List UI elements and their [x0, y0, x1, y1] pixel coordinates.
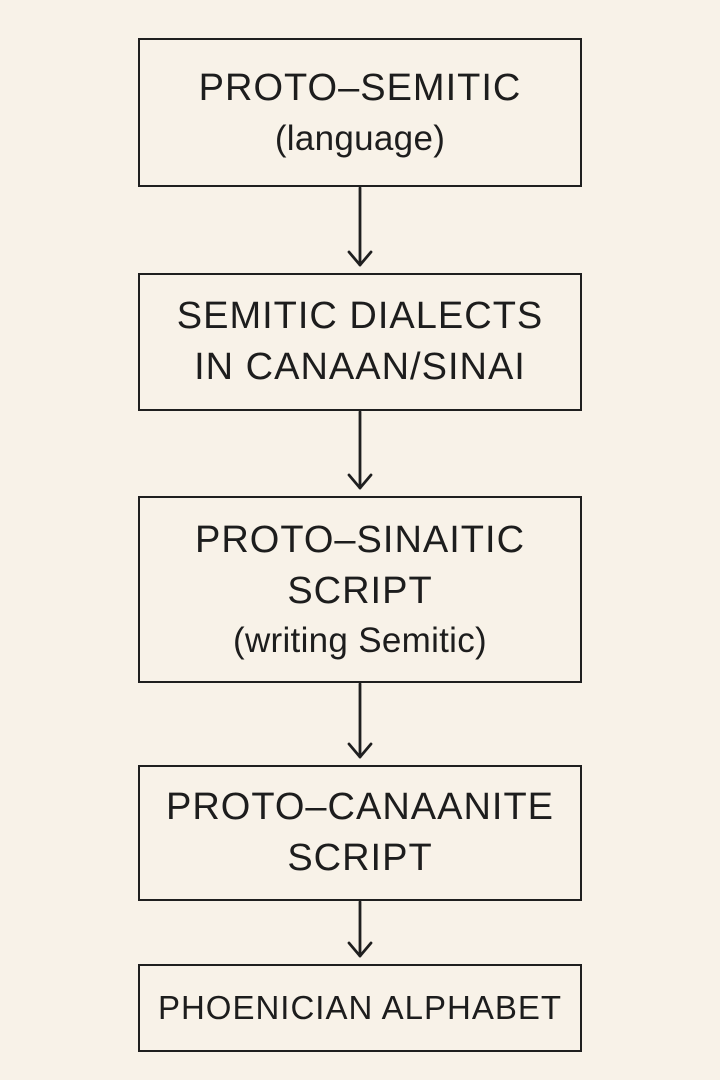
- node-proto-canaanite-line-1: PROTO–CANAANITE: [165, 785, 555, 828]
- node-semitic-dialects-line-1: SEMITIC DIALECTS: [176, 294, 544, 337]
- node-phoenician-title: PHOENICIAN ALPHABET: [157, 988, 563, 1026]
- node-semitic-dialects: SEMITIC DIALECTS IN CANAAN/SINAI: [138, 273, 582, 411]
- node-proto-semitic-title: PROTO–SEMITIC: [198, 67, 522, 110]
- arrow-proto-canaanite-to-phoenician: [347, 900, 373, 958]
- node-semitic-dialects-line-2: IN CANAAN/SINAI: [194, 346, 526, 388]
- arrow-proto-semitic-to-semitic-dialects: [347, 186, 373, 267]
- node-phoenician: PHOENICIAN ALPHABET: [138, 964, 582, 1052]
- node-proto-semitic: PROTO–SEMITIC (language): [138, 38, 582, 187]
- node-proto-sinaitic: PROTO–SINAITIC SCRIPT (writing Semitic): [138, 496, 582, 683]
- arrow-proto-sinaitic-to-proto-canaanite: [347, 682, 373, 759]
- node-proto-sinaitic-note: (writing Semitic): [232, 621, 487, 661]
- node-proto-semitic-subtitle: (language): [274, 118, 446, 158]
- node-proto-sinaitic-line-2: SCRIPT: [287, 569, 433, 612]
- node-proto-canaanite: PROTO–CANAANITE SCRIPT: [138, 765, 582, 901]
- arrow-semitic-dialects-to-proto-sinaitic: [347, 410, 373, 490]
- node-proto-canaanite-line-2: SCRIPT: [287, 837, 433, 879]
- node-proto-sinaitic-line-1: PROTO–SINAITIC: [194, 518, 526, 561]
